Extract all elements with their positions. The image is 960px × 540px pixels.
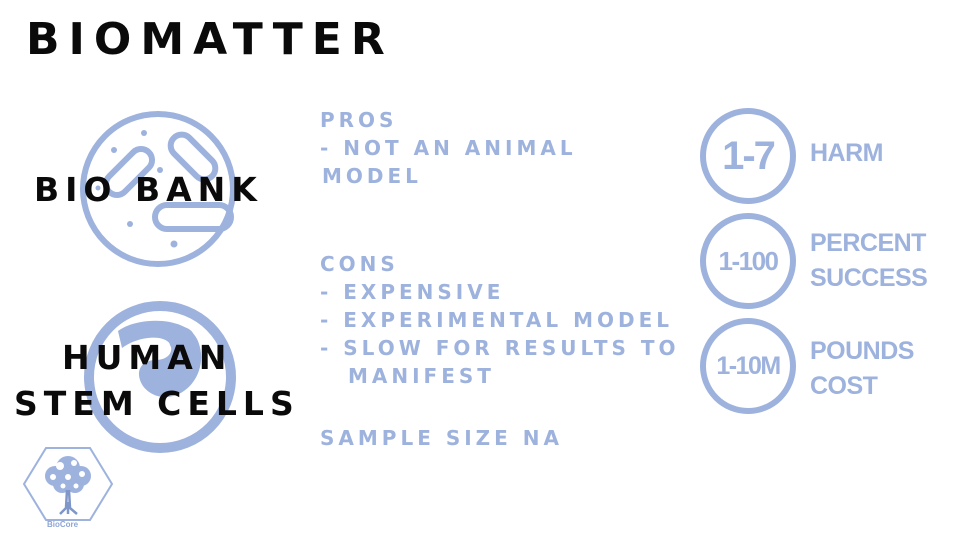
- pounds-cost-label: POUNDS COST: [810, 334, 914, 404]
- pros-heading: PROS: [320, 108, 398, 132]
- bacteria-icon: [80, 111, 236, 267]
- cons-item: MANIFEST: [348, 364, 495, 388]
- page-title: BIOMATTER: [26, 14, 394, 65]
- metric-label-line: PERCENT: [810, 229, 926, 257]
- biocore-logo: BioCore: [22, 446, 114, 532]
- human-label: HUMAN: [62, 338, 233, 377]
- cons-item: - SLOW FOR RESULTS TO: [320, 336, 680, 360]
- pros-item: - NOT AN ANIMAL: [320, 136, 577, 160]
- percent-success-badge: 1-100: [700, 213, 796, 309]
- pounds-cost-badge: 1-10M: [700, 318, 796, 414]
- bio-bank-label: BIO BANK: [34, 170, 263, 209]
- harm-badge: 1-7: [700, 108, 796, 204]
- metric-label-line: COST: [810, 372, 878, 400]
- tree-hexagon-logo-icon: [22, 447, 114, 521]
- logo-label: BioCore: [47, 520, 79, 529]
- metric-label-line: SUCCESS: [810, 264, 928, 292]
- cons-item: - EXPERIMENTAL MODEL: [320, 308, 673, 332]
- sample-size: SAMPLE SIZE NA: [320, 426, 564, 450]
- embryo-icon: [84, 301, 236, 453]
- metric-label-line: POUNDS: [810, 337, 914, 365]
- cons-section: CONS - EXPENSIVE - EXPERIMENTAL MODEL - …: [320, 250, 680, 390]
- stem-cells-label: STEM CELLS: [14, 384, 300, 423]
- cons-heading: CONS: [320, 252, 399, 276]
- cons-item: - EXPENSIVE: [320, 280, 505, 304]
- harm-label: HARM: [810, 139, 884, 167]
- percent-success-label: PERCENT SUCCESS: [810, 226, 928, 296]
- pros-section: PROS - NOT AN ANIMAL MODEL: [320, 106, 577, 190]
- pros-item: MODEL: [322, 164, 422, 188]
